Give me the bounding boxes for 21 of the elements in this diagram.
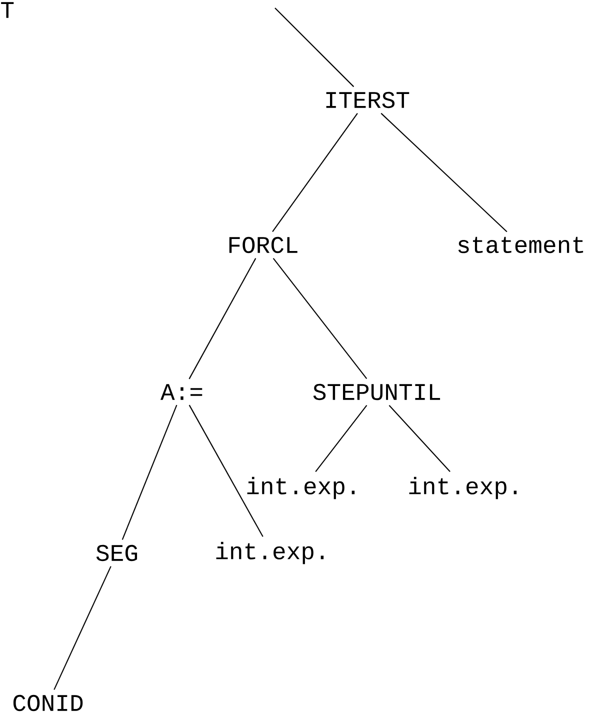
tree-node-label: FORCL xyxy=(229,236,298,254)
corner-label: T xyxy=(1,2,14,18)
tree-node-label: CONID xyxy=(13,694,83,712)
tree-node-label: SEG xyxy=(96,544,138,562)
tree-node-label: int.exp. xyxy=(247,476,355,500)
tree-branch-line xyxy=(272,113,358,232)
tree-branch-line xyxy=(380,112,508,232)
tree-node-label: int.exp. xyxy=(409,476,517,500)
tree-node-label: statement xyxy=(458,236,584,254)
tree-branch-line xyxy=(315,404,368,472)
tree-branch-line xyxy=(122,404,178,540)
tree-branch-line xyxy=(388,404,450,472)
tree-branch-line xyxy=(274,8,354,88)
tree-node-label: int.exp. xyxy=(216,542,324,564)
tree-branch-line xyxy=(188,258,256,380)
tree-branch-line xyxy=(272,258,368,380)
tree-node-label: A:= xyxy=(160,384,202,400)
tree-branch-line xyxy=(188,404,264,537)
tree-node-label: STEPUNTIL xyxy=(313,384,440,400)
tree-node-label: ITERST xyxy=(326,92,410,108)
tree-branch-line xyxy=(54,566,112,690)
